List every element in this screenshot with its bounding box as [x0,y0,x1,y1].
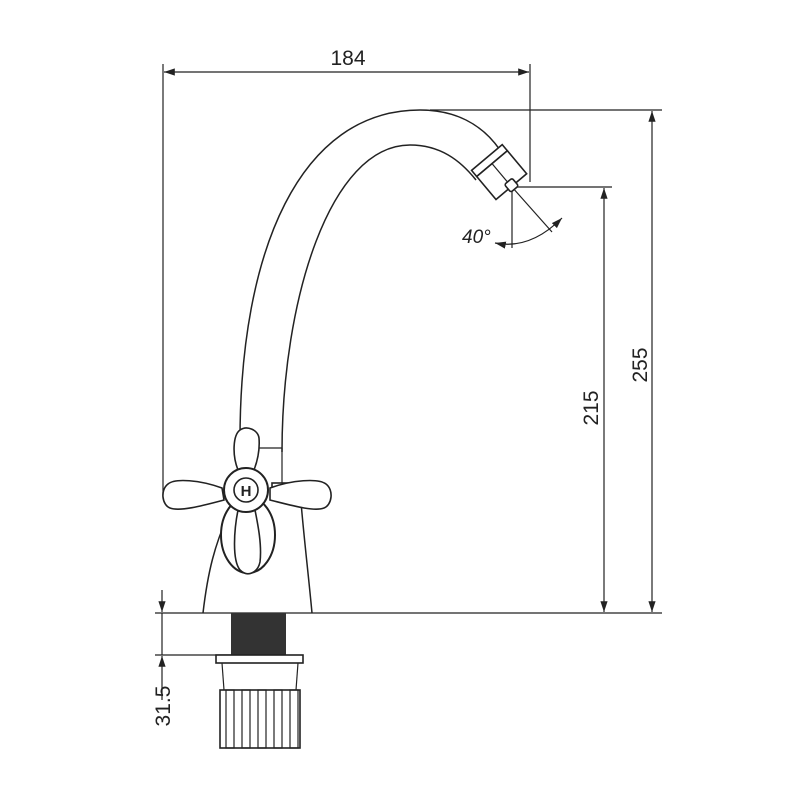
dimension-outlet-height: 215 [512,186,612,612]
dimension-total-height-label: 255 [629,347,652,382]
dimension-reach: 184 [162,47,531,495]
hot-water-marking: H [241,483,252,500]
spout [239,109,528,453]
dimension-total-height: 255 [430,109,662,612]
dimension-base-thickness-label: 31.5 [152,686,175,727]
dimension-reach-label: 184 [330,47,365,70]
mounting-shank [215,613,304,749]
dimension-outlet-height-label: 215 [580,390,603,425]
cross-handle: H [162,427,332,575]
dimension-outlet-angle: 40° [462,186,563,249]
aerator-nozzle [470,143,528,201]
dimension-outlet-angle-label: 40° [462,227,491,248]
